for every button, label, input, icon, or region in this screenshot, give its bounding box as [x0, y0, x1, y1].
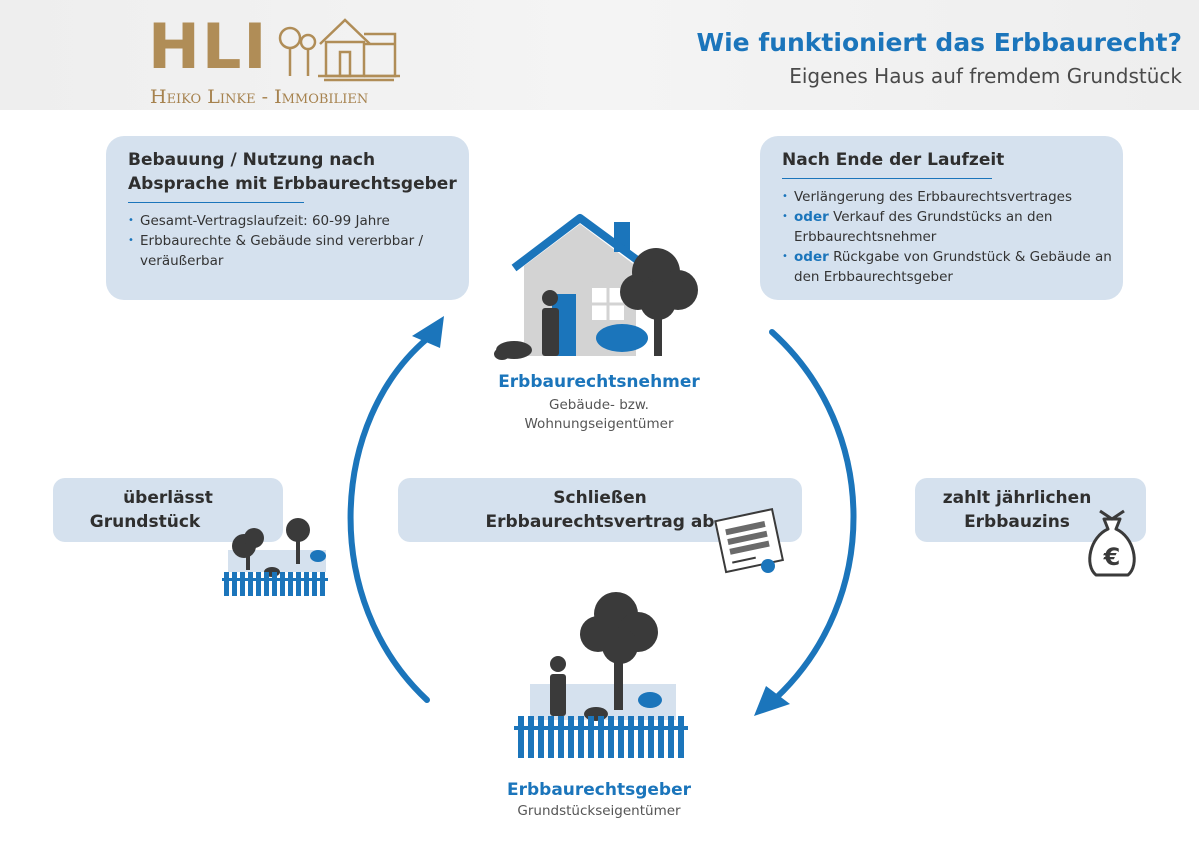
oder-label: oder — [794, 249, 829, 265]
euro-symbol: € — [1103, 543, 1121, 571]
ueberlaesst-line1: überlässt — [123, 488, 213, 508]
box-bebauung: Bebauung / Nutzung nach Absprache mit Er… — [106, 136, 469, 300]
plot-icon — [222, 518, 328, 596]
list-item: oder Rückgabe von Grundstück & Gebäude a… — [782, 247, 1112, 287]
list-item: Gesamt-Vertragslaufzeit: 60-99 Jahre — [128, 211, 458, 231]
land-plot-icon — [514, 592, 688, 758]
box-laufzeit-ende: Nach Ende der Laufzeit Verlängerung des … — [760, 136, 1123, 300]
arrow-left-up — [347, 335, 431, 703]
bullet-text: Verkauf des Grundstücks an den Erbbaurec… — [794, 209, 1053, 245]
house-icon — [494, 214, 698, 360]
company-logo[interactable]: HLI Heiko Linke - Immobilien — [148, 14, 408, 108]
arrow-right-down — [769, 329, 857, 701]
erbbauzins-line2: Erbbauzins — [964, 512, 1070, 532]
erbbauzins-line1: zahlt jährlichen — [942, 488, 1092, 508]
logo-house-icon — [278, 18, 400, 82]
box-bebauung-list: Gesamt-Vertragslaufzeit: 60-99 Jahre Erb… — [128, 211, 458, 271]
box-bebauung-title-line2: Absprache mit Erbbaurechtsgeber — [128, 174, 457, 194]
arrowhead-left-icon — [412, 316, 444, 348]
geber-title: Erbbaurechtsgeber — [506, 780, 692, 800]
page-title: Wie funktioniert das Erbbaurecht? — [696, 28, 1182, 57]
nehmer-subtitle-line2: Wohnungseigentümer — [524, 416, 674, 432]
arrowhead-right-icon — [754, 686, 790, 716]
contract-document-icon — [714, 507, 785, 574]
vertrag-line1: Schließen — [553, 488, 647, 508]
oder-label: oder — [794, 209, 829, 225]
money-bag-icon: € — [1088, 509, 1136, 577]
logo-letters: HLI — [148, 10, 269, 83]
list-item: Erbbaurechte & Gebäude sind vererbbar / … — [128, 231, 440, 271]
vertrag-line2: Erbbaurechtsvertrag ab — [485, 512, 715, 532]
nehmer-title: Erbbaurechtsnehmer — [498, 372, 700, 392]
nehmer-subtitle-line1: Gebäude- bzw. — [549, 397, 649, 413]
bullet-text: Rückgabe von Grundstück & Gebäude an den… — [794, 249, 1112, 285]
page-subtitle: Eigenes Haus auf fremdem Grundstück — [789, 64, 1182, 88]
bullet-text: Verlängerung des Erbbaurechtsvertrages — [794, 189, 1073, 205]
list-item: Verlängerung des Erbbaurechtsvertrages — [782, 187, 1112, 207]
box-laufzeit-title: Nach Ende der Laufzeit — [782, 150, 1005, 170]
logo-subtitle: Heiko Linke - Immobilien — [150, 86, 369, 108]
ueberlaesst-line2: Grundstück — [89, 512, 201, 532]
box-ueberlaesst — [53, 478, 283, 542]
geber-subtitle: Grundstückseigentümer — [517, 803, 681, 819]
box-laufzeit-list: Verlängerung des Erbbaurechtsvertrages o… — [782, 187, 1112, 287]
box-bebauung-title-line1: Bebauung / Nutzung nach — [128, 150, 376, 170]
divider — [128, 202, 304, 203]
divider — [782, 178, 992, 179]
list-item: oder Verkauf des Grundstücks an den Erbb… — [782, 207, 1112, 247]
header — [0, 0, 1199, 110]
